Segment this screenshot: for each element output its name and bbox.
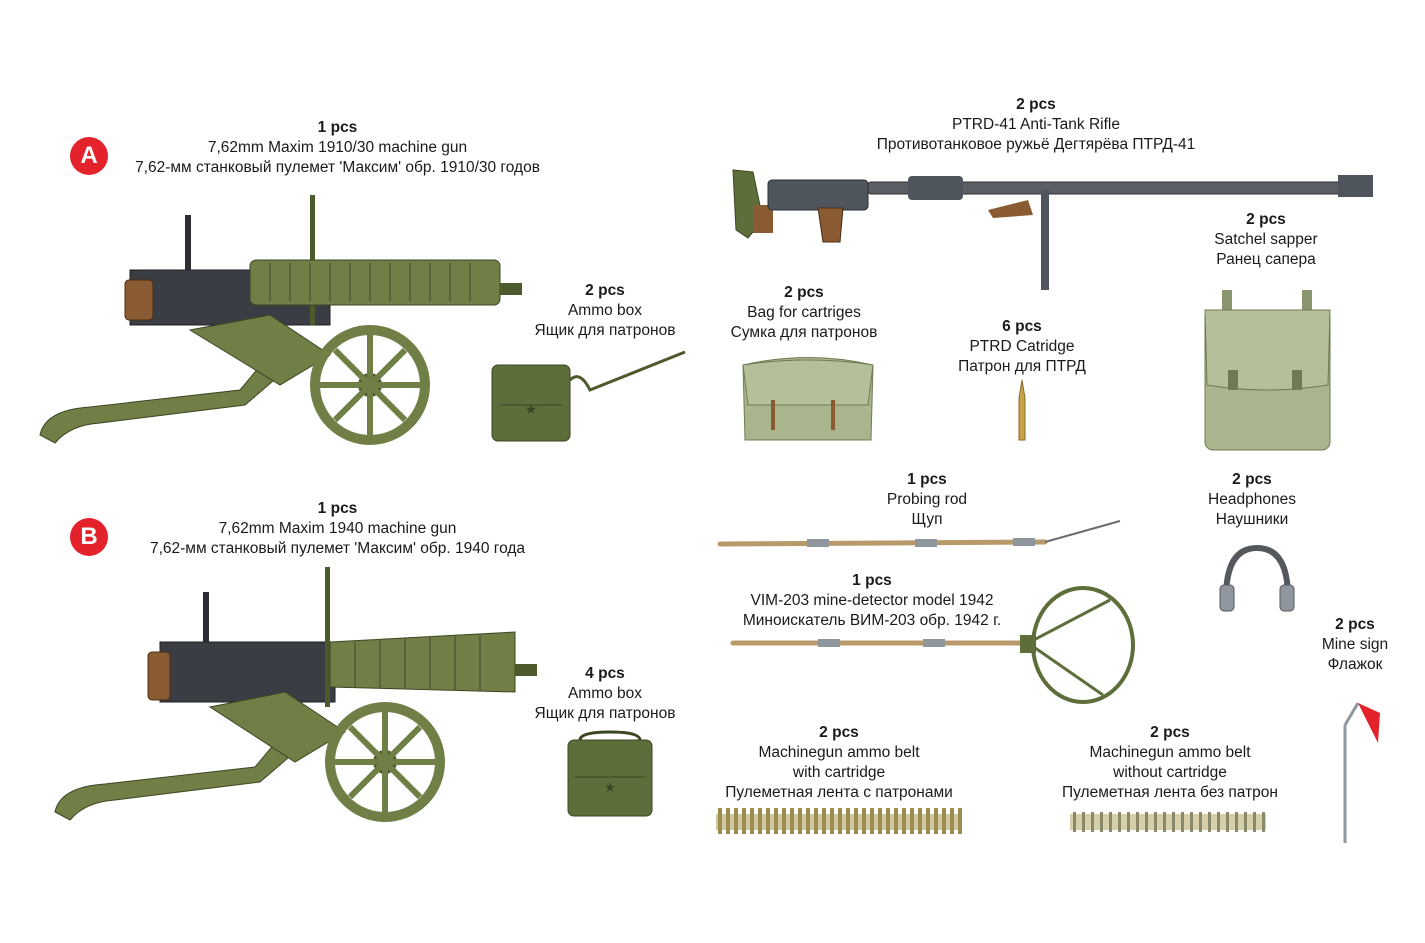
caption-belt-with-cartridge: 2 pcs Machinegun ammo belt with cartridg… [709,723,969,803]
svg-text:★: ★ [604,780,617,796]
caption-ammo-box-b: 4 pcs Ammo box Ящик для патронов [520,664,690,724]
qty-label: 1 pcs [317,119,358,136]
name-en: Machinegun ammo belt [1089,744,1251,761]
ammo-box-a-illustration: ★ [491,350,686,442]
caption-mine-sign: 2 pcs Mine sign Флажок [1305,615,1405,675]
caption-ammo-box-a: 2 pcs Ammo box Ящик для патронов [520,281,690,341]
name-en: Ammo box [567,302,643,319]
name-en: Headphones [1208,491,1296,508]
name-en: PTRD-41 Anti-Tank Rifle [952,116,1120,133]
name-en: 7,62mm Maxim 1940 machine gun [218,520,457,537]
mine-detector-illustration [730,586,1135,704]
probing-rod-illustration [717,520,1121,547]
ptrd-cartridge-illustration [1018,379,1026,441]
name-ru: 7,62-мм станковый пулемет 'Максим' обр. … [149,540,526,557]
name-en: Mine sign [1321,636,1389,653]
cartridge-bag-illustration [742,357,874,441]
caption-cartridge: 6 pcs PTRD Catridge Патрон для ПТРД [942,317,1102,377]
caption-bag: 2 pcs Bag for cartriges Сумка для патрон… [714,283,894,343]
caption-maxim-1910: 1 pcs 7,62mm Maxim 1910/30 machine gun 7… [100,118,575,178]
name-en-2: with cartridge [792,764,886,781]
headphones-illustration [1219,544,1295,612]
name-ru: Противотанковое ружьё Дегтярёва ПТРД-41 [876,136,1196,153]
qty-label: 4 pcs [585,665,625,682]
ammo-belt-with-cartridges-illustration [716,808,962,834]
caption-mine-detector: 1 pcs VIM-203 mine-detector model 1942 М… [722,571,1022,631]
name-ru: Щуп [911,511,943,528]
name-en: VIM-203 mine-detector model 1942 [750,592,994,609]
name-ru: Флажок [1327,656,1383,673]
qty-label: 2 pcs [784,284,824,301]
qty-label: 2 pcs [1016,96,1056,113]
qty-label: 2 pcs [819,724,859,741]
name-en: Satchel sapper [1214,231,1318,248]
caption-probing-rod: 1 pcs Probing rod Щуп [857,470,997,530]
name-ru: Сумка для патронов [730,324,878,341]
qty-label: 1 pcs [907,471,947,488]
name-ru: Пулеметная лента без патрон [1061,784,1278,801]
badge-b: B [70,518,108,556]
name-en: Machinegun ammo belt [758,744,920,761]
satchel-illustration [1204,290,1331,451]
qty-label: 2 pcs [1335,616,1375,633]
mine-sign-illustration [1343,702,1380,843]
ptrd-rifle-illustration [732,169,1373,290]
caption-maxim-1940: 1 pcs 7,62mm Maxim 1940 machine gun 7,62… [100,499,575,559]
name-ru: Пулеметная лента с патронами [725,784,953,801]
caption-ptrd: 2 pcs PTRD-41 Anti-Tank Rifle Противотан… [836,95,1236,155]
caption-satchel: 2 pcs Satchel sapper Ранец сапера [1186,210,1346,270]
name-en: Ammo box [567,685,643,702]
name-ru: Патрон для ПТРД [958,358,1086,375]
qty-label: 2 pcs [1150,724,1190,741]
badge-a: A [70,137,108,175]
name-en: PTRD Catridge [969,338,1075,355]
maxim-1910-illustration [39,195,522,445]
qty-label: 6 pcs [1002,318,1042,335]
name-ru: 7,62-мм станковый пулемет 'Максим' обр. … [135,159,540,176]
ammo-box-b-illustration: ★ [567,730,653,817]
qty-label: 2 pcs [1246,211,1286,228]
qty-label: 1 pcs [852,572,892,589]
name-ru: Ранец сапера [1216,251,1316,268]
name-ru: Ящик для патронов [534,322,676,339]
caption-belt-without-cartridge: 2 pcs Machinegun ammo belt without cartr… [1040,723,1300,803]
name-ru: Наушники [1215,511,1289,528]
name-en: Probing rod [886,491,968,508]
qty-label: 1 pcs [317,500,358,517]
name-ru: Миноискатель ВИМ-203 обр. 1942 г. [742,612,1002,629]
qty-label: 2 pcs [585,282,625,299]
caption-headphones: 2 pcs Headphones Наушники [1187,470,1317,530]
name-en: 7,62mm Maxim 1910/30 machine gun [207,139,468,156]
name-ru: Ящик для патронов [534,705,676,722]
qty-label: 2 pcs [1232,471,1272,488]
name-en: Bag for cartriges [747,304,861,321]
ammo-belt-without-cartridges-illustration [1070,810,1266,832]
maxim-1940-illustration [54,567,537,822]
name-en-2: without cartridge [1113,764,1227,781]
svg-text:★: ★ [525,402,538,418]
